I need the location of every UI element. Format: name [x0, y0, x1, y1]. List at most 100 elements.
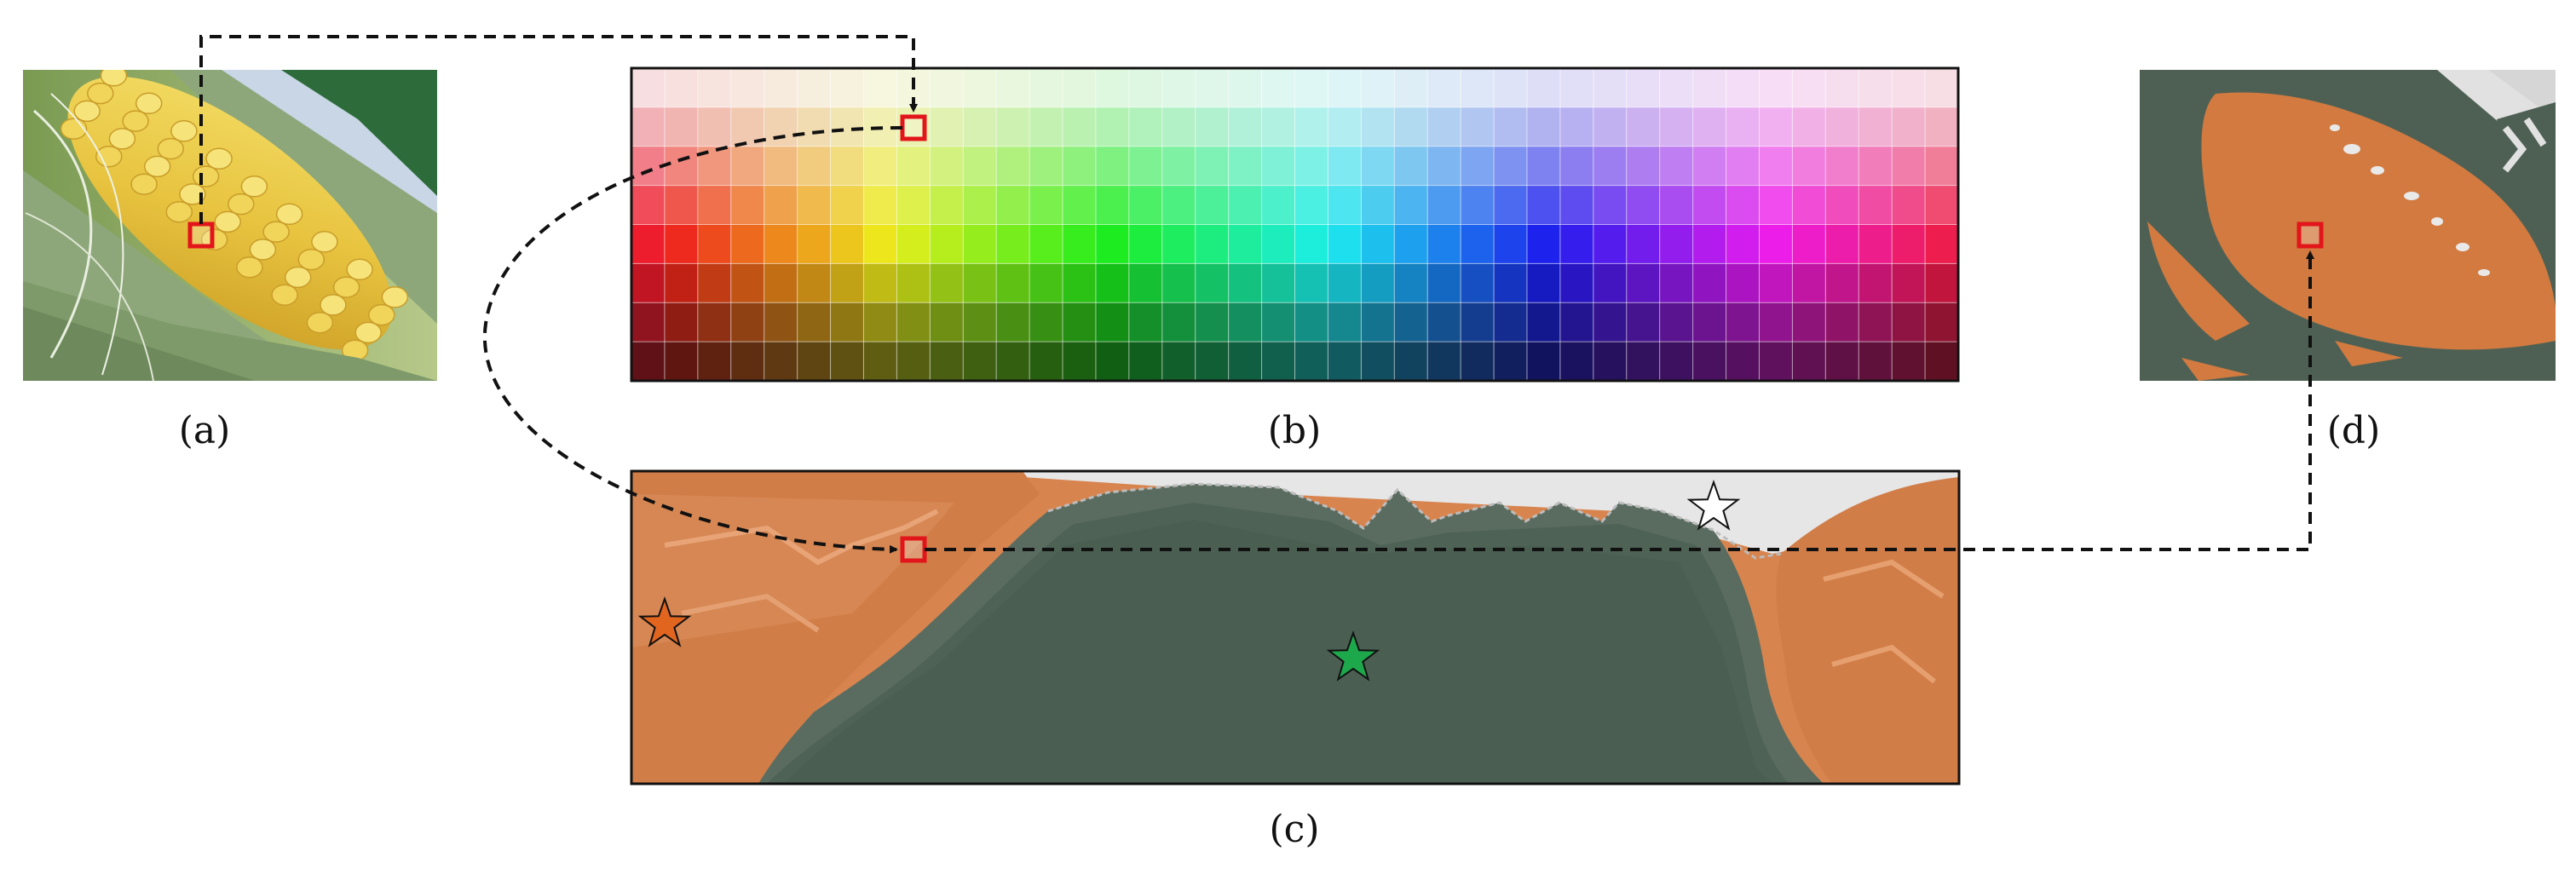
palette-cell	[1692, 146, 1727, 187]
palette-cell	[1891, 302, 1926, 343]
palette-cell	[1195, 302, 1230, 343]
palette-cell	[664, 185, 699, 226]
palette-cell	[929, 67, 965, 108]
palette-cell	[1493, 185, 1528, 226]
palette-cell	[1758, 224, 1794, 265]
palette-cell	[730, 146, 765, 187]
corn-kernel	[306, 311, 334, 334]
palette-cell	[1791, 341, 1827, 382]
palette-cell	[1261, 302, 1296, 343]
palette-cell	[1128, 67, 1163, 108]
palette-cell	[1261, 185, 1296, 226]
palette-cell	[1891, 185, 1926, 226]
palette-cell	[1726, 341, 1761, 382]
palette-cell	[995, 146, 1030, 187]
palette-cell	[995, 302, 1030, 343]
palette-cell	[1726, 146, 1761, 187]
palette-cell	[929, 106, 965, 147]
palette-cell	[797, 224, 832, 265]
palette-cell	[830, 146, 865, 187]
palette-cell	[697, 302, 732, 343]
palette-cell	[1393, 224, 1429, 265]
palette-cell	[1460, 185, 1495, 226]
palette-cell	[1493, 341, 1528, 382]
palette-cell	[929, 224, 965, 265]
palette-cell	[1161, 106, 1196, 147]
palette-cell	[697, 185, 732, 226]
palette-cell	[1692, 302, 1727, 343]
corn-kernel	[87, 82, 114, 105]
palette-cell	[1858, 341, 1893, 382]
palette-cell	[1294, 224, 1329, 265]
palette-cell	[1493, 67, 1528, 108]
palette-cell	[830, 341, 865, 382]
palette-cell	[1327, 262, 1363, 304]
palette-cell	[1228, 262, 1263, 304]
palette-cell	[1294, 67, 1329, 108]
palette-cell	[1360, 302, 1396, 343]
palette-cell	[797, 146, 832, 187]
palette-cell	[1327, 341, 1363, 382]
palette-cell	[1593, 67, 1628, 108]
palette-cell	[1593, 106, 1628, 147]
palette-cell	[1626, 185, 1661, 226]
palette-cell	[1593, 302, 1628, 343]
palette-cell	[862, 262, 898, 304]
palette-cell	[1824, 106, 1860, 147]
palette-cell	[631, 341, 666, 382]
palette-cell	[1460, 302, 1495, 343]
palette-cell	[1526, 106, 1561, 147]
palette-cell	[1360, 185, 1396, 226]
palette-cell	[664, 224, 699, 265]
palette-cell	[1593, 262, 1628, 304]
palette-cell	[1161, 146, 1196, 187]
palette-cell	[764, 224, 798, 265]
palette-cell	[1029, 67, 1063, 108]
palette-cell	[1294, 262, 1329, 304]
corn-photo	[23, 70, 437, 381]
palette-cell	[1095, 302, 1130, 343]
palette-cell	[1294, 146, 1329, 187]
palette-cell	[1195, 341, 1230, 382]
palette-cell	[1426, 302, 1462, 343]
palette-cell	[1393, 302, 1429, 343]
palette-cell	[1426, 341, 1462, 382]
palette-cell	[1161, 185, 1196, 226]
palette-cell	[1891, 106, 1926, 147]
palette-cell	[1626, 67, 1661, 108]
palette-cell	[896, 302, 931, 343]
corn-kernels	[60, 70, 409, 361]
palette-cell	[1493, 146, 1528, 187]
palette-cell	[995, 67, 1030, 108]
corn-kernel	[108, 128, 136, 150]
palette-cell	[1726, 185, 1761, 226]
palette-cell	[1128, 302, 1163, 343]
palette-cell	[1426, 185, 1462, 226]
palette-cell	[929, 262, 965, 304]
palette-cell	[730, 67, 765, 108]
corn-kernel	[354, 321, 382, 344]
orange-star-marker	[637, 595, 692, 647]
palette-cell	[862, 341, 898, 382]
palette-cell	[1360, 67, 1396, 108]
palette-cell	[1195, 262, 1230, 304]
palette-cell	[1659, 106, 1694, 147]
palette-cell	[1626, 302, 1661, 343]
palette-cell	[1493, 262, 1528, 304]
palette-cell	[764, 341, 798, 382]
palette-cell	[1726, 224, 1761, 265]
palette-cell	[1526, 302, 1561, 343]
palette-cell	[1758, 341, 1794, 382]
corn-kernel	[228, 193, 255, 216]
palette-cell	[1559, 67, 1594, 108]
palette-cell	[862, 302, 898, 343]
palette-cell	[1161, 302, 1196, 343]
palette-cell	[1161, 341, 1196, 382]
palette-cell	[1626, 262, 1661, 304]
palette-cell	[1791, 224, 1827, 265]
palette-cell	[1493, 302, 1528, 343]
palette-cell	[1659, 146, 1694, 187]
palette-cell	[764, 106, 798, 147]
palette-cell	[697, 262, 732, 304]
palette-cell	[1426, 146, 1462, 187]
